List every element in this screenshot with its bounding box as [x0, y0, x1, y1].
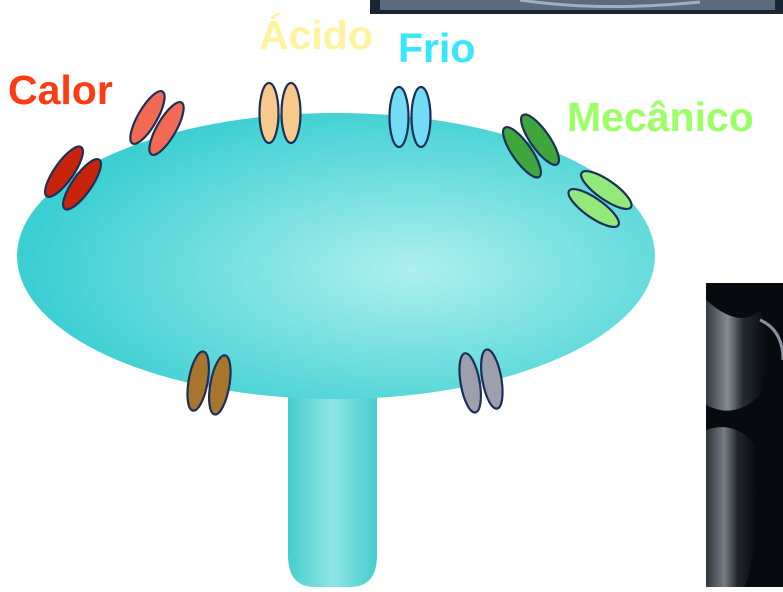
- ion-channel-icon: [282, 83, 301, 143]
- ion-channel-icon: [260, 83, 279, 143]
- ion-channel-icon: [390, 87, 409, 147]
- acid-label: Ácido: [259, 15, 373, 56]
- axon-stalk: [288, 372, 377, 587]
- ion-channel-icon: [412, 87, 431, 147]
- cold-label: Frio: [398, 28, 475, 69]
- photo-top-thumbnail: [370, 0, 783, 14]
- mechanical-label: Mecânico: [567, 97, 754, 138]
- photo-xray-thumbnail: [706, 283, 783, 587]
- heat-label: Calor: [8, 70, 113, 111]
